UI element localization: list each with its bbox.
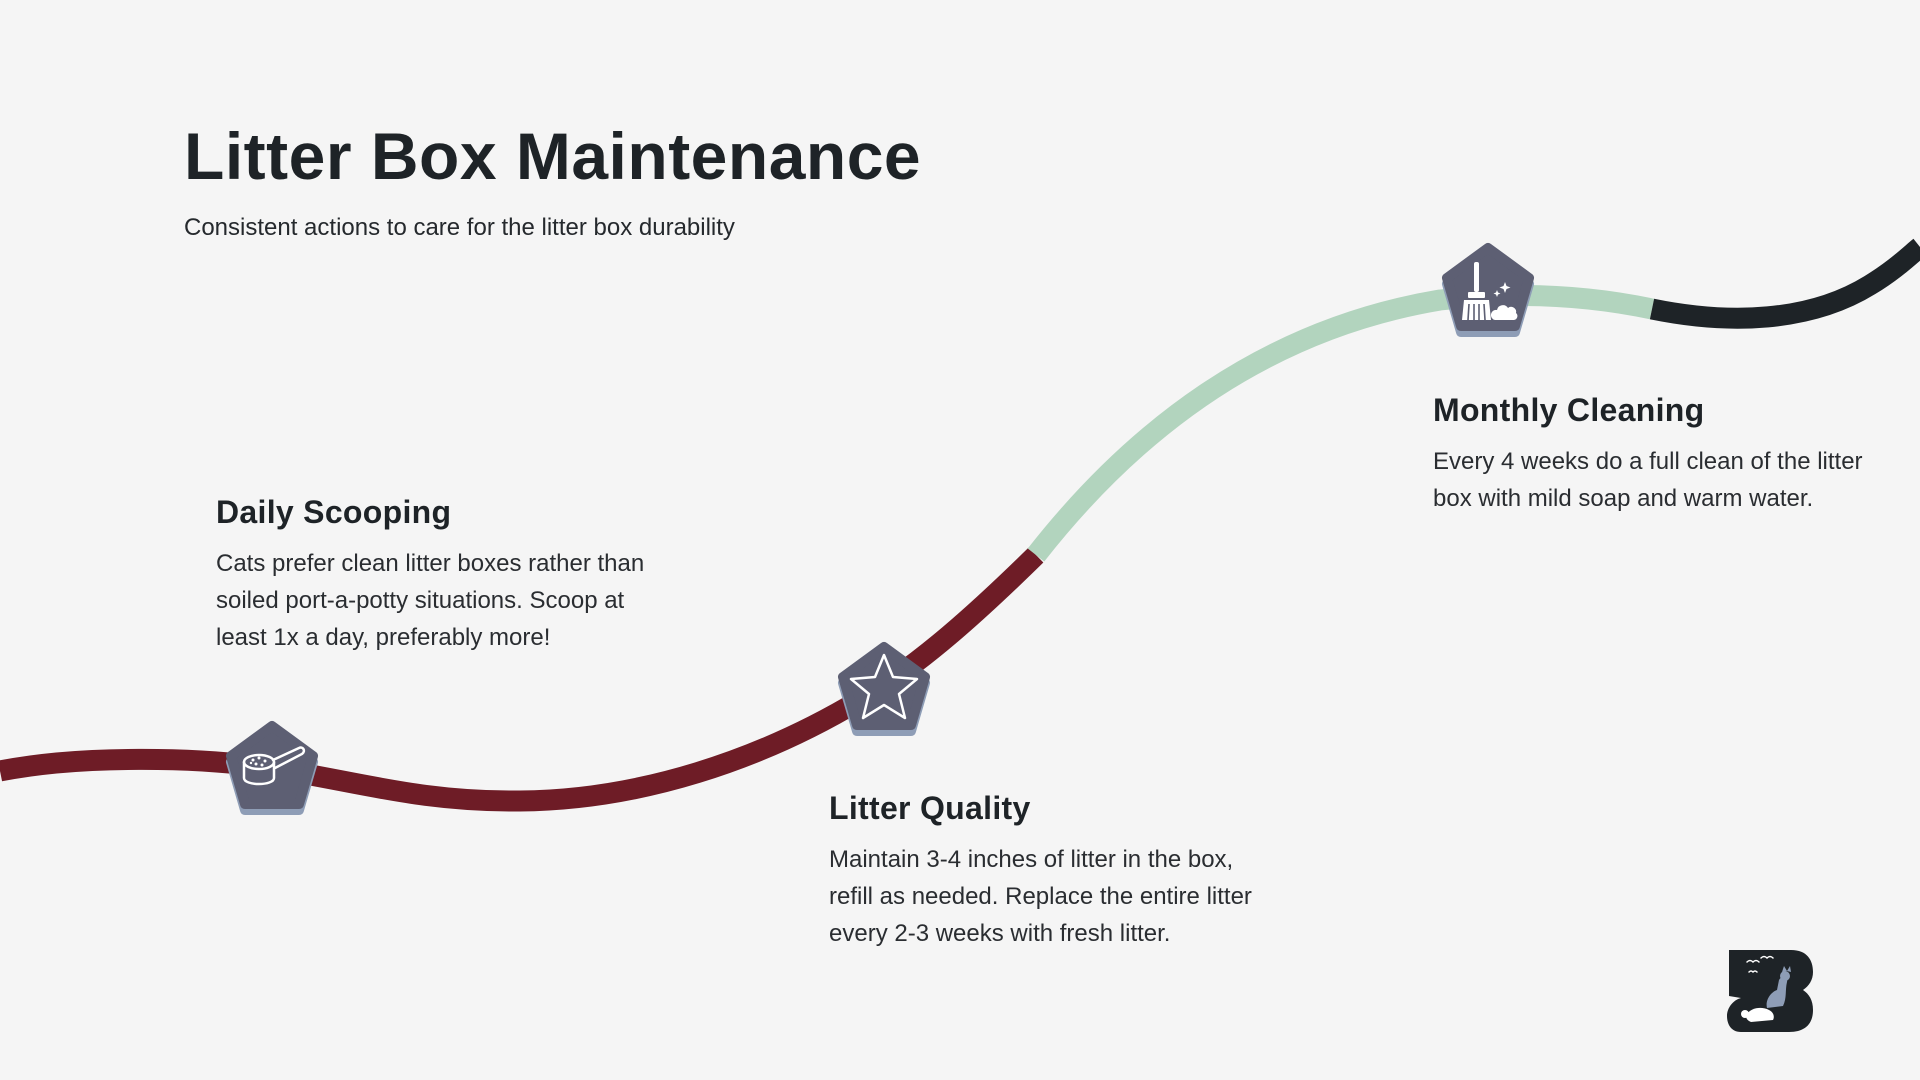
step-badge-daily-scooping [221, 716, 323, 818]
broom-icon [1442, 243, 1534, 337]
step-title: Litter Quality [829, 790, 1031, 826]
step-title: Daily Scooping [216, 494, 452, 530]
step-daily-scooping: Daily Scooping Cats prefer clean litter … [216, 494, 646, 656]
star-icon [838, 642, 930, 736]
step-description: Every 4 weeks do a full clean of the lit… [1433, 448, 1863, 512]
page-subtitle: Consistent actions to care for the litte… [184, 214, 735, 241]
step-description: Maintain 3-4 inches of litter in the box… [829, 846, 1252, 947]
timeline-segment-active [1027, 284, 1655, 562]
litter-scoop-icon [226, 721, 318, 815]
step-description: Cats prefer clean litter boxes rather th… [216, 550, 645, 651]
step-badge-monthly-cleaning [1437, 238, 1539, 340]
step-monthly-cleaning: Monthly Cleaning Every 4 weeks do a full… [1433, 392, 1863, 517]
page-title: Litter Box Maintenance [184, 119, 922, 193]
step-title: Monthly Cleaning [1433, 392, 1705, 428]
step-badge-litter-quality [833, 637, 935, 739]
step-litter-quality: Litter Quality Maintain 3-4 inches of li… [829, 790, 1259, 952]
cat-brand-logo [1727, 950, 1813, 1032]
timeline-segment-upcoming [1649, 238, 1920, 329]
